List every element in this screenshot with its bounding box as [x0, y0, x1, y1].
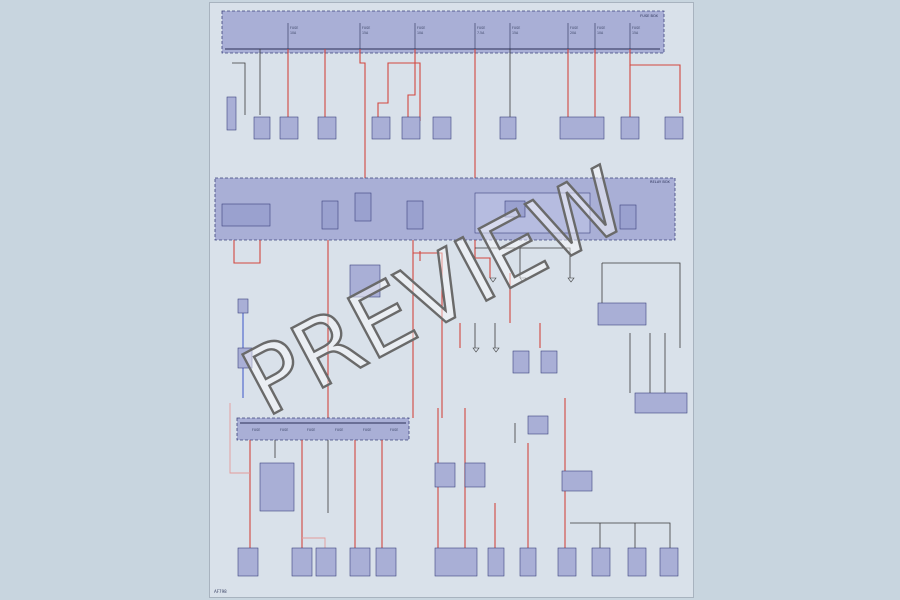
svg-text:10A: 10A [290, 31, 297, 35]
mid-wires-red [233, 240, 541, 418]
middle-relay-box-label: RELAY BOX [650, 180, 670, 184]
svg-text:FUSE: FUSE [597, 26, 605, 30]
lower-components [237, 415, 679, 577]
relays [221, 192, 637, 234]
svg-text:FUSE: FUSE [570, 26, 578, 30]
svg-text:FUSE: FUSE [290, 26, 298, 30]
lower-wires-black [274, 423, 671, 548]
svg-text:FUSE: FUSE [632, 26, 640, 30]
top-fuse-box [221, 10, 665, 54]
svg-text:15A: 15A [362, 31, 369, 35]
svg-text:FUSE: FUSE [252, 428, 260, 432]
svg-text:FUSE: FUSE [363, 428, 371, 432]
svg-text:FUSE: FUSE [307, 428, 315, 432]
svg-text:FUSE: FUSE [335, 428, 343, 432]
top-fuse-box-label: FUSE BOX [640, 14, 658, 18]
mid-wires-black [474, 247, 681, 393]
svg-text:15A: 15A [512, 31, 519, 35]
mid-components [237, 264, 688, 414]
sheet-id-label: AF798 [214, 589, 227, 594]
svg-text:20A: 20A [570, 31, 577, 35]
svg-text:FUSE: FUSE [390, 428, 398, 432]
svg-text:7.5A: 7.5A [477, 31, 485, 35]
battery-stack [226, 96, 237, 131]
svg-text:FUSE: FUSE [512, 26, 520, 30]
svg-text:15A: 15A [632, 31, 639, 35]
svg-text:FUSE: FUSE [477, 26, 485, 30]
lower-fuse-labels: FUSE FUSE FUSE FUSE FUSE FUSE [252, 428, 398, 432]
svg-text:FUSE: FUSE [417, 26, 425, 30]
svg-text:FUSE: FUSE [280, 428, 288, 432]
top-wires-black [232, 49, 511, 121]
svg-text:FUSE: FUSE [362, 26, 370, 30]
svg-text:10A: 10A [597, 31, 604, 35]
ground-symbols [472, 277, 575, 353]
top-fuses [287, 23, 631, 49]
top-wires-red [287, 49, 681, 178]
middle-relay-box [214, 177, 676, 241]
lower-fuse-box [236, 417, 410, 441]
lower-wires-pink [229, 403, 326, 548]
top-components [253, 116, 684, 140]
svg-text:10A: 10A [417, 31, 424, 35]
